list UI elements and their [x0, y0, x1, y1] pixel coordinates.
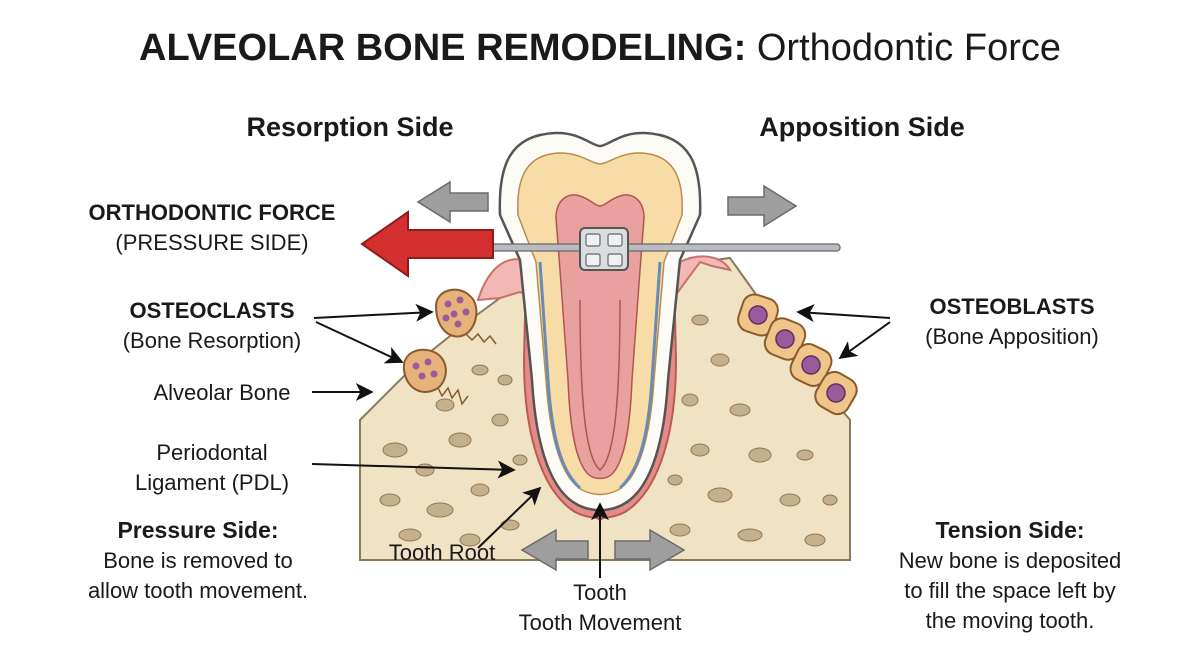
- osteoclasts-sublabel: (Bone Resorption): [123, 328, 302, 353]
- tooth-movement-label: Tooth Movement: [519, 610, 682, 635]
- orthodontic-force-arrow: [360, 210, 494, 278]
- pressure-side-heading: Pressure Side:: [117, 517, 278, 543]
- tooth: [498, 131, 702, 512]
- tension-side-line2: to fill the space left by: [904, 578, 1116, 603]
- orthodontic-force-label: ORTHODONTIC FORCE: [89, 200, 336, 225]
- leader-pdl: [311, 460, 516, 479]
- tension-side-heading: Tension Side:: [935, 517, 1084, 543]
- resorption-side-header: Resorption Side: [246, 112, 453, 142]
- root-canal-inner: [579, 299, 621, 471]
- osteoclast-cell-upper: [434, 288, 497, 345]
- alveolar-bone-label: Alveolar Bone: [154, 380, 291, 405]
- root-lining-left: [538, 261, 582, 490]
- tooth-label: Tooth: [573, 580, 627, 605]
- pressure-side-tag: (PRESSURE SIDE): [115, 230, 308, 255]
- osteoblast-cells: [737, 293, 858, 416]
- grey-arrow-top-left: [416, 180, 489, 224]
- apposition-side-header: Apposition Side: [759, 112, 965, 142]
- leader-osteoblast-upper: [796, 304, 891, 323]
- pdl-label-line2: Ligament (PDL): [135, 470, 289, 495]
- orthodontic-bracket: [579, 227, 629, 271]
- osteoblasts-sublabel: (Bone Apposition): [925, 324, 1099, 349]
- gingiva-right: [671, 255, 732, 301]
- title-regular: Orthodontic Force: [746, 27, 1061, 69]
- grey-arrow-top-right: [727, 184, 798, 228]
- tooth-root-label: Tooth Root: [389, 540, 495, 565]
- tension-side-line3: the moving tooth.: [926, 608, 1095, 633]
- pdl-label-line1: Periodontal: [156, 440, 267, 465]
- leader-osteoblast-lower: [838, 321, 891, 360]
- pressure-side-line1: Bone is removed to: [103, 548, 293, 573]
- grey-arrow-bottom-right: [614, 528, 686, 572]
- archwire: [469, 243, 841, 252]
- title-bold: ALVEOLAR BONE REMODELING:: [139, 27, 746, 69]
- osteoclast-cell-lower: [402, 348, 469, 406]
- pressure-side-line2: allow tooth movement.: [88, 578, 308, 603]
- osteoclasts-label: OSTEOCLASTS: [129, 298, 294, 323]
- diagram-title: ALVEOLAR BONE REMODELING: Orthodontic Fo…: [139, 27, 1061, 69]
- tension-side-line1: New bone is deposited: [899, 548, 1122, 573]
- osteoblasts-label: OSTEOBLASTS: [929, 294, 1094, 319]
- root-lining-right: [618, 261, 662, 490]
- leader-tooth-root: [477, 486, 542, 549]
- grey-arrow-bottom-left: [520, 528, 589, 572]
- leader-osteoclast-lower: [315, 321, 404, 364]
- leader-osteoclast-upper: [313, 303, 434, 322]
